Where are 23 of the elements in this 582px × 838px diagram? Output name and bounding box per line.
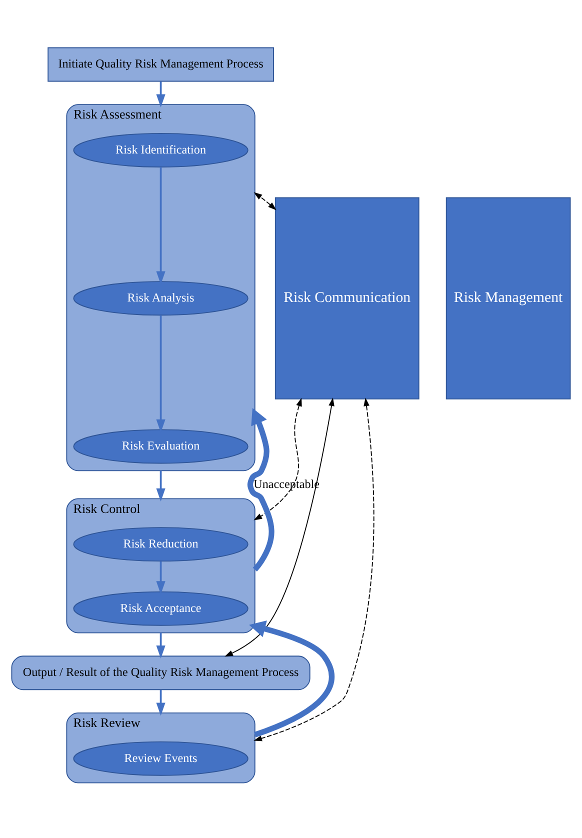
arrow bbox=[156, 632, 166, 659]
node-box: Initiate Quality Risk Management Process bbox=[48, 47, 274, 82]
arrow bbox=[254, 398, 374, 742]
node-ellipse: Risk Reduction bbox=[73, 527, 248, 562]
node-ellipse: Risk Acceptance bbox=[73, 591, 248, 626]
arrow bbox=[156, 82, 166, 108]
node-ellipse: Review Events bbox=[73, 741, 248, 776]
arrow bbox=[254, 192, 276, 210]
node-ellipse: Risk Identification bbox=[73, 132, 248, 168]
arrow bbox=[156, 690, 166, 716]
arrow bbox=[249, 620, 334, 738]
arrow bbox=[156, 470, 166, 502]
arrow bbox=[224, 398, 334, 657]
arrow bbox=[156, 315, 166, 432]
node-ellipse: Risk Analysis bbox=[73, 281, 248, 316]
arrow bbox=[156, 167, 166, 284]
arrow bbox=[247, 408, 274, 572]
node-box: Risk Management bbox=[446, 197, 571, 400]
node-ellipse: Risk Evaluation bbox=[73, 429, 248, 464]
node-box: Risk Communication bbox=[274, 197, 420, 400]
node-box: Output / Result of the Quality Risk Management Process bbox=[11, 656, 310, 690]
arrow bbox=[254, 398, 302, 520]
arrow bbox=[156, 561, 166, 594]
